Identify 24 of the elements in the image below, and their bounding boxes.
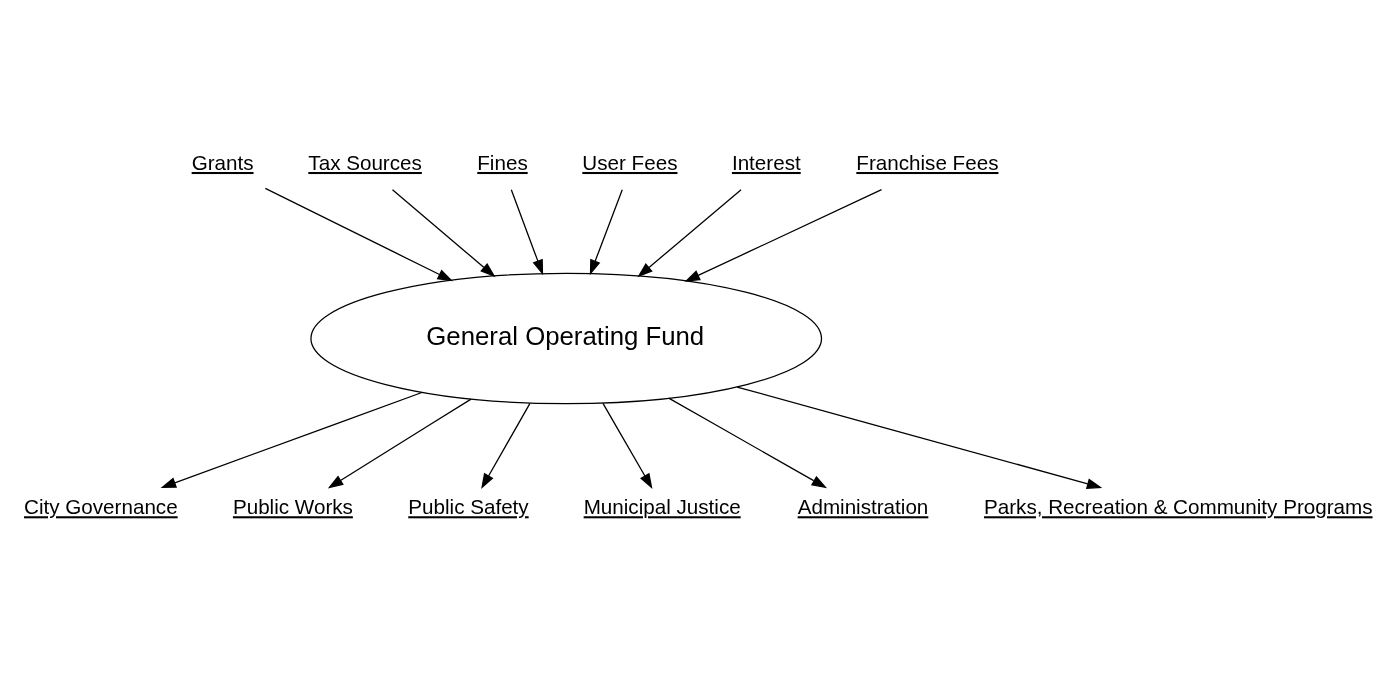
arrow (264, 187, 453, 282)
arrow (481, 402, 531, 489)
node-text: City Governance (24, 495, 178, 519)
arrow (510, 189, 544, 276)
arrow (589, 189, 623, 276)
node-text: Administration (797, 495, 929, 519)
arrow (668, 397, 828, 489)
arrow (736, 386, 1103, 489)
node-text: Franchise Fees (856, 150, 999, 174)
arrow (637, 189, 742, 278)
node-text: Tax Sources (308, 150, 422, 174)
arrow (160, 391, 423, 488)
node-text: Grants (191, 150, 254, 174)
arrow (327, 398, 472, 489)
node-text: Public Safety (408, 495, 529, 519)
node-text: Interest (731, 150, 801, 174)
node-text: Fines (477, 150, 528, 174)
arrow (391, 189, 496, 278)
node-text: Public Works (232, 495, 353, 519)
node-text: User Fees (582, 150, 678, 174)
arrow (602, 402, 653, 489)
node-text: Municipal Justice (583, 495, 741, 519)
arrow (684, 189, 883, 282)
node-text: Parks, Recreation & Community Programs (983, 495, 1373, 519)
